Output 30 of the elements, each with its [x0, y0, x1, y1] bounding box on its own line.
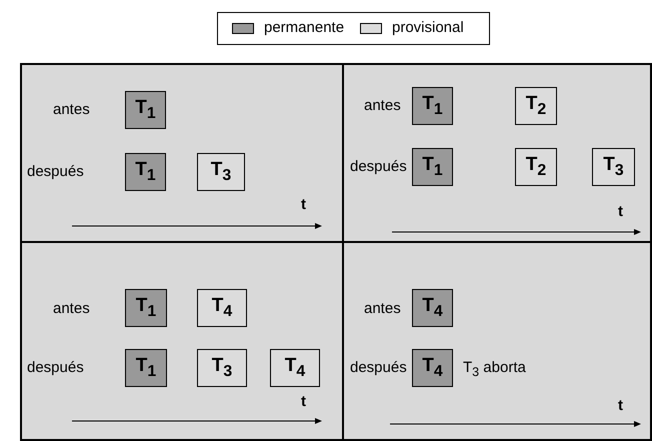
- text-label: T$_{3}$ aborta: [463, 359, 526, 379]
- text-label: antes: [364, 97, 401, 114]
- text-label: después: [350, 158, 407, 175]
- text-label: después: [27, 163, 84, 180]
- time-label: t: [618, 203, 623, 220]
- transaction-box: T$_{1}$: [412, 87, 453, 125]
- transaction-box: T$_{2}$: [515, 87, 557, 125]
- legend-label: provisional: [392, 19, 464, 36]
- time-label: t: [301, 196, 306, 213]
- transaction-box: T$_{2}$: [515, 148, 557, 186]
- transaction-box: T$_{1}$: [125, 91, 166, 129]
- transaction-box: T$_{1}$: [125, 289, 167, 327]
- text-label: después: [27, 359, 84, 376]
- text-label: después: [350, 359, 407, 376]
- transaction-box: T$_{3}$: [592, 148, 635, 186]
- text-label: antes: [53, 300, 90, 317]
- transaction-box: T$_{4}$: [270, 349, 320, 387]
- time-label: t: [301, 393, 306, 410]
- transaction-box: T$_{4}$: [412, 289, 453, 327]
- legend-label: permanente: [264, 19, 344, 36]
- transaction-box: T$_{1}$: [125, 153, 166, 191]
- text-label: antes: [364, 300, 401, 317]
- transaction-box: T$_{4}$: [197, 289, 247, 327]
- transaction-box: T$_{1}$: [125, 349, 167, 387]
- transaction-box: T$_{1}$: [412, 148, 453, 186]
- transaction-box: T$_{4}$: [412, 349, 453, 387]
- transaction-box: T$_{3}$: [197, 349, 247, 387]
- time-label: t: [618, 397, 623, 414]
- transaction-box: T$_{3}$: [197, 153, 245, 191]
- text-label: antes: [53, 101, 90, 118]
